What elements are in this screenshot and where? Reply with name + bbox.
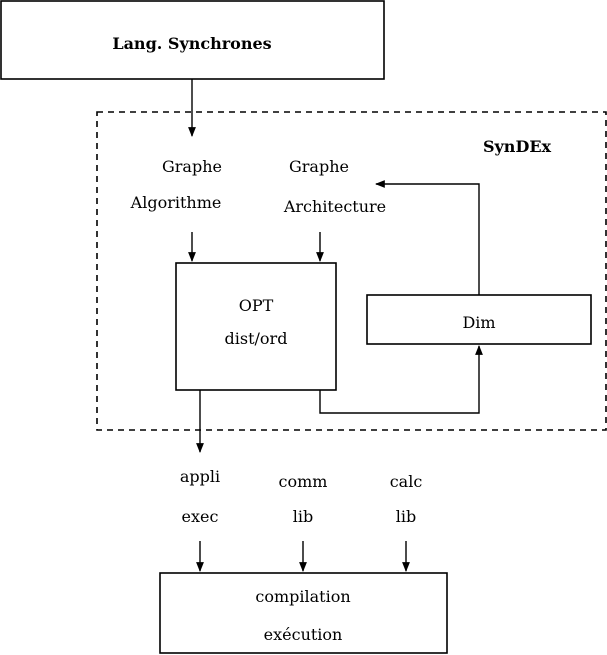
arrow-opt-to-dim [319, 345, 483, 414]
graph-algo-line1: Graphe [162, 157, 222, 176]
compilation-line2: exécution [264, 625, 343, 644]
appli-line2: exec [182, 507, 219, 526]
synchronous-languages-label: Lang. Synchrones [112, 34, 271, 53]
opt-label-line1: OPT [239, 296, 274, 315]
compilation-line1: compilation [255, 587, 350, 606]
compilation-box [159, 572, 448, 654]
opt-box [175, 262, 337, 391]
dim-label: Dim [462, 313, 495, 332]
syndex-region [96, 111, 607, 431]
opt-label-line2: dist/ord [225, 329, 288, 348]
appli-line1: appli [180, 467, 220, 486]
graph-arch-line2: Architecture [283, 197, 386, 216]
arrow-dim-to-arch [375, 180, 480, 295]
comm-line2: lib [293, 507, 313, 526]
graph-arch-line1: Graphe [289, 157, 349, 176]
calc-line2: lib [396, 507, 416, 526]
graph-algo-line2: Algorithme [130, 193, 222, 212]
syndex-title: SynDEx [483, 137, 552, 156]
calc-line1: calc [390, 472, 423, 491]
comm-line1: comm [279, 472, 328, 491]
